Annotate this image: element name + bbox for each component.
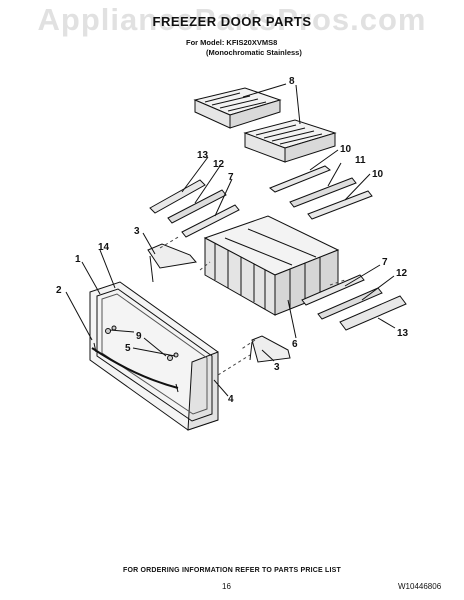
- ordering-note: FOR ORDERING INFORMATION REFER TO PARTS …: [122, 567, 342, 574]
- right-upper-rails-drawing: [269, 165, 373, 220]
- callout-12-lower: 12: [396, 268, 408, 279]
- page-title: FREEZER DOOR PARTS: [152, 14, 312, 29]
- lower-basket-drawing: [243, 119, 337, 163]
- freezer-door-drawing: [89, 281, 219, 431]
- callout-2: 2: [56, 285, 62, 296]
- callout-14: 14: [98, 242, 110, 253]
- callout-7-upper: 7: [228, 172, 234, 183]
- assembly-guides: [159, 235, 346, 376]
- callout-13-lower: 13: [397, 328, 409, 339]
- callout-9: 9: [136, 331, 142, 342]
- callout-4: 4: [228, 394, 234, 405]
- callout-3-upper: 3: [134, 226, 140, 237]
- finish-line: (Monochromatic Stainless): [206, 48, 302, 57]
- upper-basket-drawing: [193, 87, 282, 129]
- callout-1: 1: [75, 254, 81, 265]
- callout-5: 5: [125, 343, 131, 354]
- callout-11: 11: [355, 155, 366, 166]
- callout-8: 8: [289, 76, 295, 87]
- callout-7-lower: 7: [382, 257, 388, 268]
- model-line: For Model: KFIS20XVMS8: [186, 38, 278, 47]
- callout-10-lower: 10: [372, 169, 384, 180]
- callout-10-upper: 10: [340, 144, 352, 155]
- page-number: 16: [222, 582, 231, 591]
- right-slide-bracket-drawing: [249, 335, 291, 363]
- document-number: W10446806: [398, 582, 442, 591]
- callout-13-upper: 13: [197, 150, 209, 161]
- callout-12-upper: 12: [213, 159, 225, 170]
- right-lower-rails-drawing: [301, 274, 407, 331]
- left-slide-bracket-drawing: [147, 243, 197, 283]
- watermark: AppliancePartsPros.com: [37, 2, 427, 37]
- callout-6: 6: [292, 339, 298, 350]
- callout-3-lower: 3: [274, 362, 280, 373]
- leader-lines: [65, 83, 396, 397]
- left-upper-rails-drawing: [149, 179, 240, 238]
- main-freezer-basket-drawing: [203, 215, 340, 316]
